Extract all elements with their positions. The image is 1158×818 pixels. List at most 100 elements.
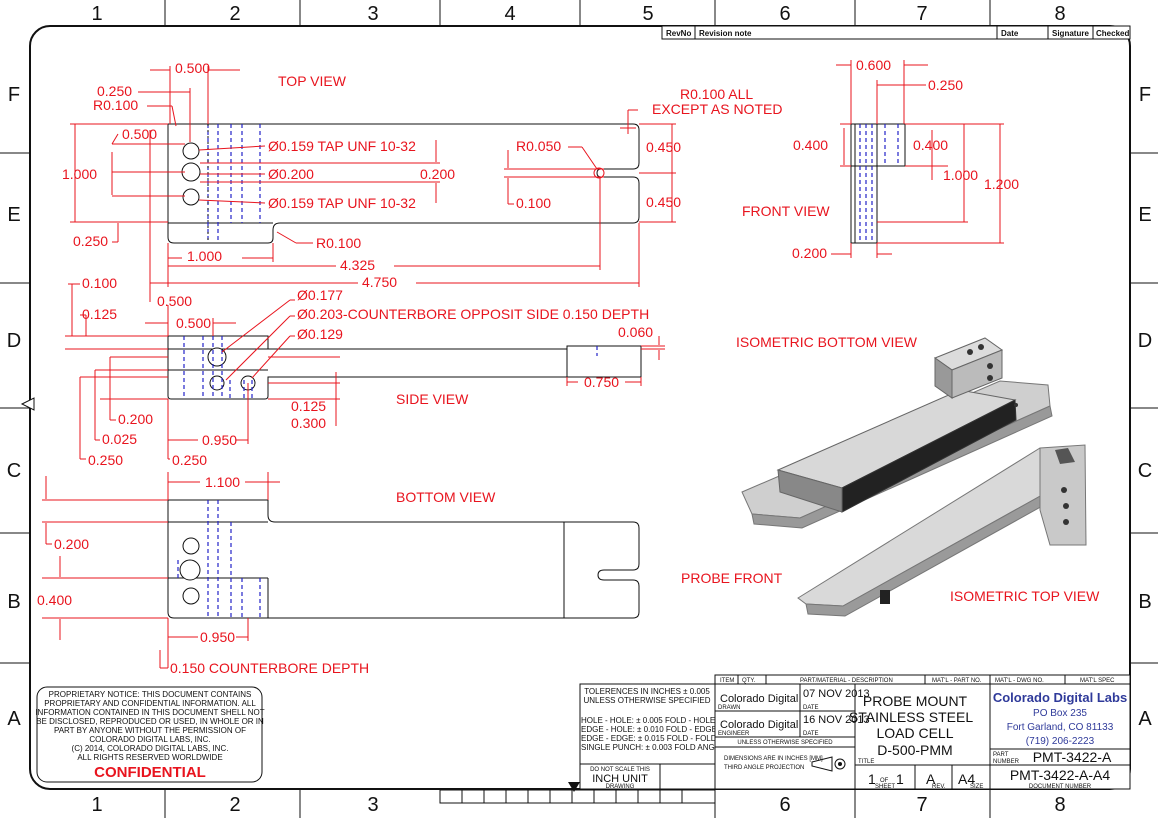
tol-no-scale: DO NOT SCALE THIS	[590, 767, 650, 773]
label-front-view: FRONT VIEW	[742, 203, 830, 219]
zone-2-bottom: 2	[229, 794, 240, 816]
tb-doc-label: DOCUMENT NUMBER	[1029, 784, 1092, 790]
tol-line-3: EDGE - EDGE: ± 0.015 FOLD - FOLD: ± 0.01…	[581, 734, 748, 743]
tb-sheet-of: OF	[880, 778, 889, 784]
tb-date-label-2: DATE	[803, 731, 819, 737]
tb-drawn-by: Colorado Digital	[720, 693, 798, 705]
dim-front-0200: 0.200	[792, 245, 827, 261]
tb-engineer-date: 16 NOV 2013	[803, 714, 870, 726]
notice-line-6: COLORADO DIGITAL LABS, INC.	[89, 735, 210, 744]
zone-A-left: A	[7, 708, 21, 730]
zone-B-left: B	[7, 591, 20, 613]
zone-labels-right: F E D C B A	[1138, 84, 1153, 730]
tb-drawn-label: DRAWN	[718, 705, 740, 711]
dim-top-0500: 0.500	[175, 60, 210, 76]
dim-bottom-0200: 0.200	[54, 536, 89, 552]
dim-len-1000: 1.000	[187, 248, 222, 264]
zone-F-right: F	[1139, 84, 1151, 106]
hole-side-0177: Ø0.177	[297, 287, 343, 303]
notice-line-5: PART BY ANYONE WITHOUT THE PERMISSION OF	[54, 726, 246, 735]
bottom-view-dimensions: 1.100 0.200 0.400 0.950 0.150 COUNTERBOR…	[37, 472, 496, 676]
tb-sheet-total: 1	[896, 771, 904, 787]
tb-sheet-num: 1	[868, 771, 876, 787]
notice-line-1: PROPRIETARY NOTICE: THIS DOCUMENT CONTAI…	[49, 690, 252, 699]
dim-front-0400b: 0.400	[913, 137, 948, 153]
rev-no-header: RevNo	[666, 29, 691, 38]
dim-bottom-1100: 1.100	[205, 474, 240, 490]
tb-matl-spec: MAT'L SPEC	[1080, 678, 1115, 684]
tol-line-4: SINGLE PUNCH: ± 0.003 FOLD ANGLE ± 1.5°	[581, 743, 748, 752]
third-angle-projection-icon	[811, 756, 846, 772]
dim-side-0250b: 0.250	[172, 452, 207, 468]
dim-bottom-0950: 0.950	[200, 629, 235, 645]
tol-title-2: UNLESS OTHERWISE SPECIFIED	[584, 696, 711, 705]
tb-part-label-1: PART	[993, 752, 1009, 758]
dim-side-0100: 0.100	[82, 275, 117, 291]
tb-unless: UNLESS OTHERWISE SPECIFIED	[737, 740, 833, 746]
zone-E-right: E	[1138, 204, 1151, 226]
rev-signature-header: Signature	[1052, 29, 1089, 38]
hole-side-0129: Ø0.129	[297, 326, 343, 342]
zone-E-left: E	[7, 204, 20, 226]
zone-labels-left: F E D C B A	[7, 84, 22, 730]
tb-doc-number: PMT-3422-A-A4	[1010, 767, 1111, 783]
dim-top-0450a: 0.450	[646, 139, 681, 155]
tb-address-1: PO Box 235	[1033, 708, 1087, 719]
label-iso-bottom: ISOMETRIC BOTTOM VIEW	[736, 334, 918, 350]
rev-checked-header: Checked	[1096, 29, 1129, 38]
tb-size-label: SIZE	[970, 784, 983, 790]
notice-line-4: BE DISCLOSED, REPRODUCED OR USED, IN WHO…	[36, 717, 264, 726]
dim-top-0200: 0.200	[420, 166, 455, 182]
zone-A-right: A	[1138, 708, 1152, 730]
iso-top-illustration	[797, 444, 1087, 617]
tb-third-angle: THIRD ANGLE PROJECTION	[724, 765, 804, 771]
zone-B-right: B	[1138, 591, 1151, 613]
tb-part-label-2: NUMBER	[993, 759, 1020, 765]
zone-8: 8	[1054, 3, 1065, 25]
zone-C-left: C	[7, 460, 21, 482]
revision-table: RevNo Revision note Date Signature Check…	[661, 25, 1131, 40]
front-view-dimensions: 0.600 0.250 0.400 0.400 1.000 1.200 0.20…	[742, 57, 1019, 261]
tol-title-1: TOLERENCES IN INCHES ± 0.005	[584, 687, 710, 696]
zone-2: 2	[229, 3, 240, 25]
tb-qty: QTY.	[742, 678, 756, 684]
tb-company-name: Colorado Digital Labs	[993, 690, 1127, 705]
dim-side-0200: 0.200	[118, 411, 153, 427]
zone-1-bottom: 1	[91, 794, 102, 816]
tap-note-2: Ø0.159 TAP UNF 10-32	[268, 195, 416, 211]
confidential-label: CONFIDENTIAL	[94, 764, 206, 781]
zone-4: 4	[504, 3, 515, 25]
dim-side-0060: 0.060	[618, 324, 653, 340]
tolerances-block: TOLERENCES IN INCHES ± 0.005 UNLESS OTHE…	[579, 683, 749, 790]
tb-item: ITEM	[720, 678, 734, 684]
dim-top-1000: 1.000	[62, 166, 97, 182]
bottom-view	[167, 499, 640, 619]
note-counterbore-depth: 0.150 COUNTERBORE DEPTH	[170, 660, 369, 676]
dim-top-0100: 0.100	[516, 195, 551, 211]
dim-top-0250b: 0.250	[73, 233, 108, 249]
zone-D-right: D	[1138, 330, 1152, 352]
note-except: EXCEPT AS NOTED	[652, 101, 782, 117]
tb-drawn-date: 07 NOV 2013	[803, 688, 870, 700]
zone-3-bottom: 3	[367, 794, 378, 816]
dim-front-0600: 0.600	[856, 57, 891, 73]
dim-front-0250: 0.250	[928, 77, 963, 93]
tb-title-line-4: D-500-PMM	[877, 742, 952, 758]
notice-line-2: PROPRIETARY AND CONFIDENTIAL INFORMATION…	[44, 699, 256, 708]
dim-side-0500b: 0.500	[176, 315, 211, 331]
zone-6: 6	[779, 3, 790, 25]
dim-side-0950: 0.950	[202, 432, 237, 448]
tol-line-1: HOLE - HOLE: ± 0.005 FOLD - HOLE: ± 0.01…	[581, 716, 747, 725]
dim-front-0400a: 0.400	[793, 137, 828, 153]
dim-top-0500b: 0.500	[122, 126, 157, 142]
proprietary-notice: PROPRIETARY NOTICE: THIS DOCUMENT CONTAI…	[35, 686, 265, 783]
tb-title-label: TITLE	[858, 759, 874, 765]
tb-rev-label: REV.	[932, 784, 946, 790]
tb-title-line-2: STAINLESS STEEL	[849, 709, 973, 725]
tb-date-label: DATE	[803, 705, 819, 711]
dim-top-0250: 0.250	[97, 83, 132, 99]
zone-8-bottom: 8	[1054, 794, 1065, 816]
tb-part-number: PMT-3422-A	[1033, 749, 1112, 765]
dim-front-1200: 1.200	[984, 176, 1019, 192]
